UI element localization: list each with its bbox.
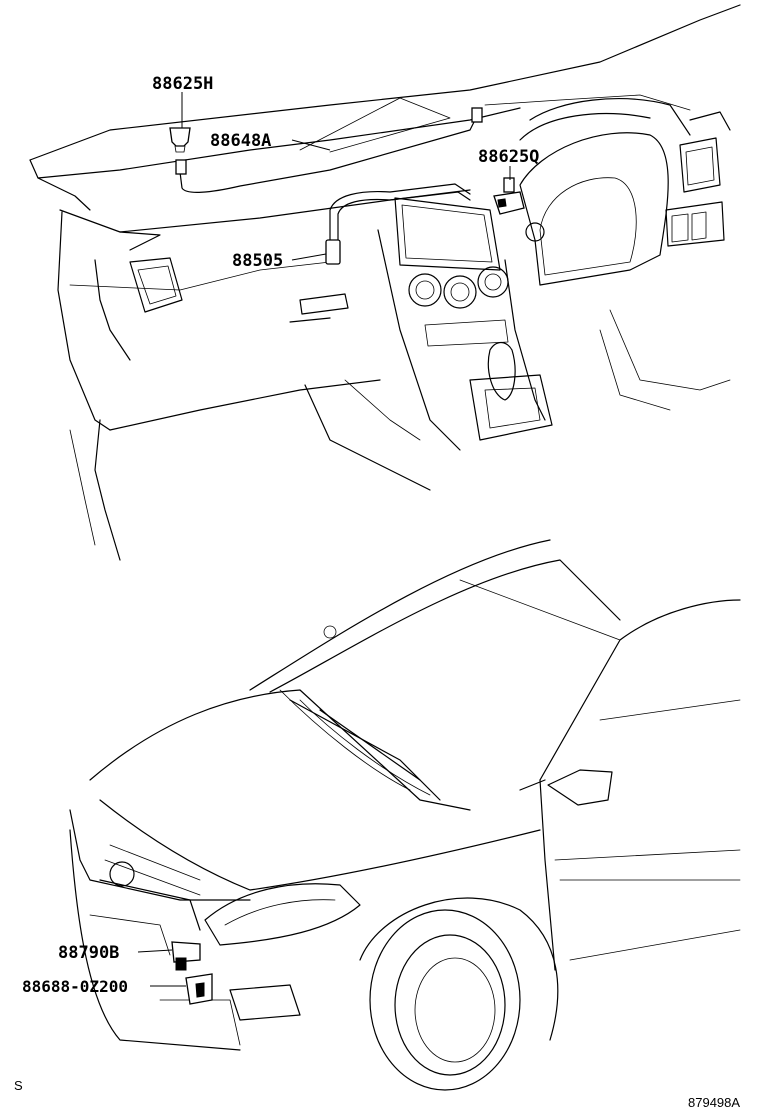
callout-88648A: 88648A xyxy=(210,131,271,151)
leader-lines xyxy=(137,92,511,987)
callout-88625H: 88625H xyxy=(152,74,213,94)
illustration-code: 879498A xyxy=(688,1095,740,1110)
footer-left-mark: S xyxy=(14,1078,23,1093)
car-exterior-illustration xyxy=(69,539,741,1091)
callout-88688-0Z200: 88688-0Z200 xyxy=(22,977,128,996)
dashboard-illustration xyxy=(29,4,741,561)
callout-88790B: 88790B xyxy=(58,943,119,963)
callout-88625Q: 88625Q xyxy=(478,147,539,167)
callout-88505: 88505 xyxy=(232,251,283,271)
